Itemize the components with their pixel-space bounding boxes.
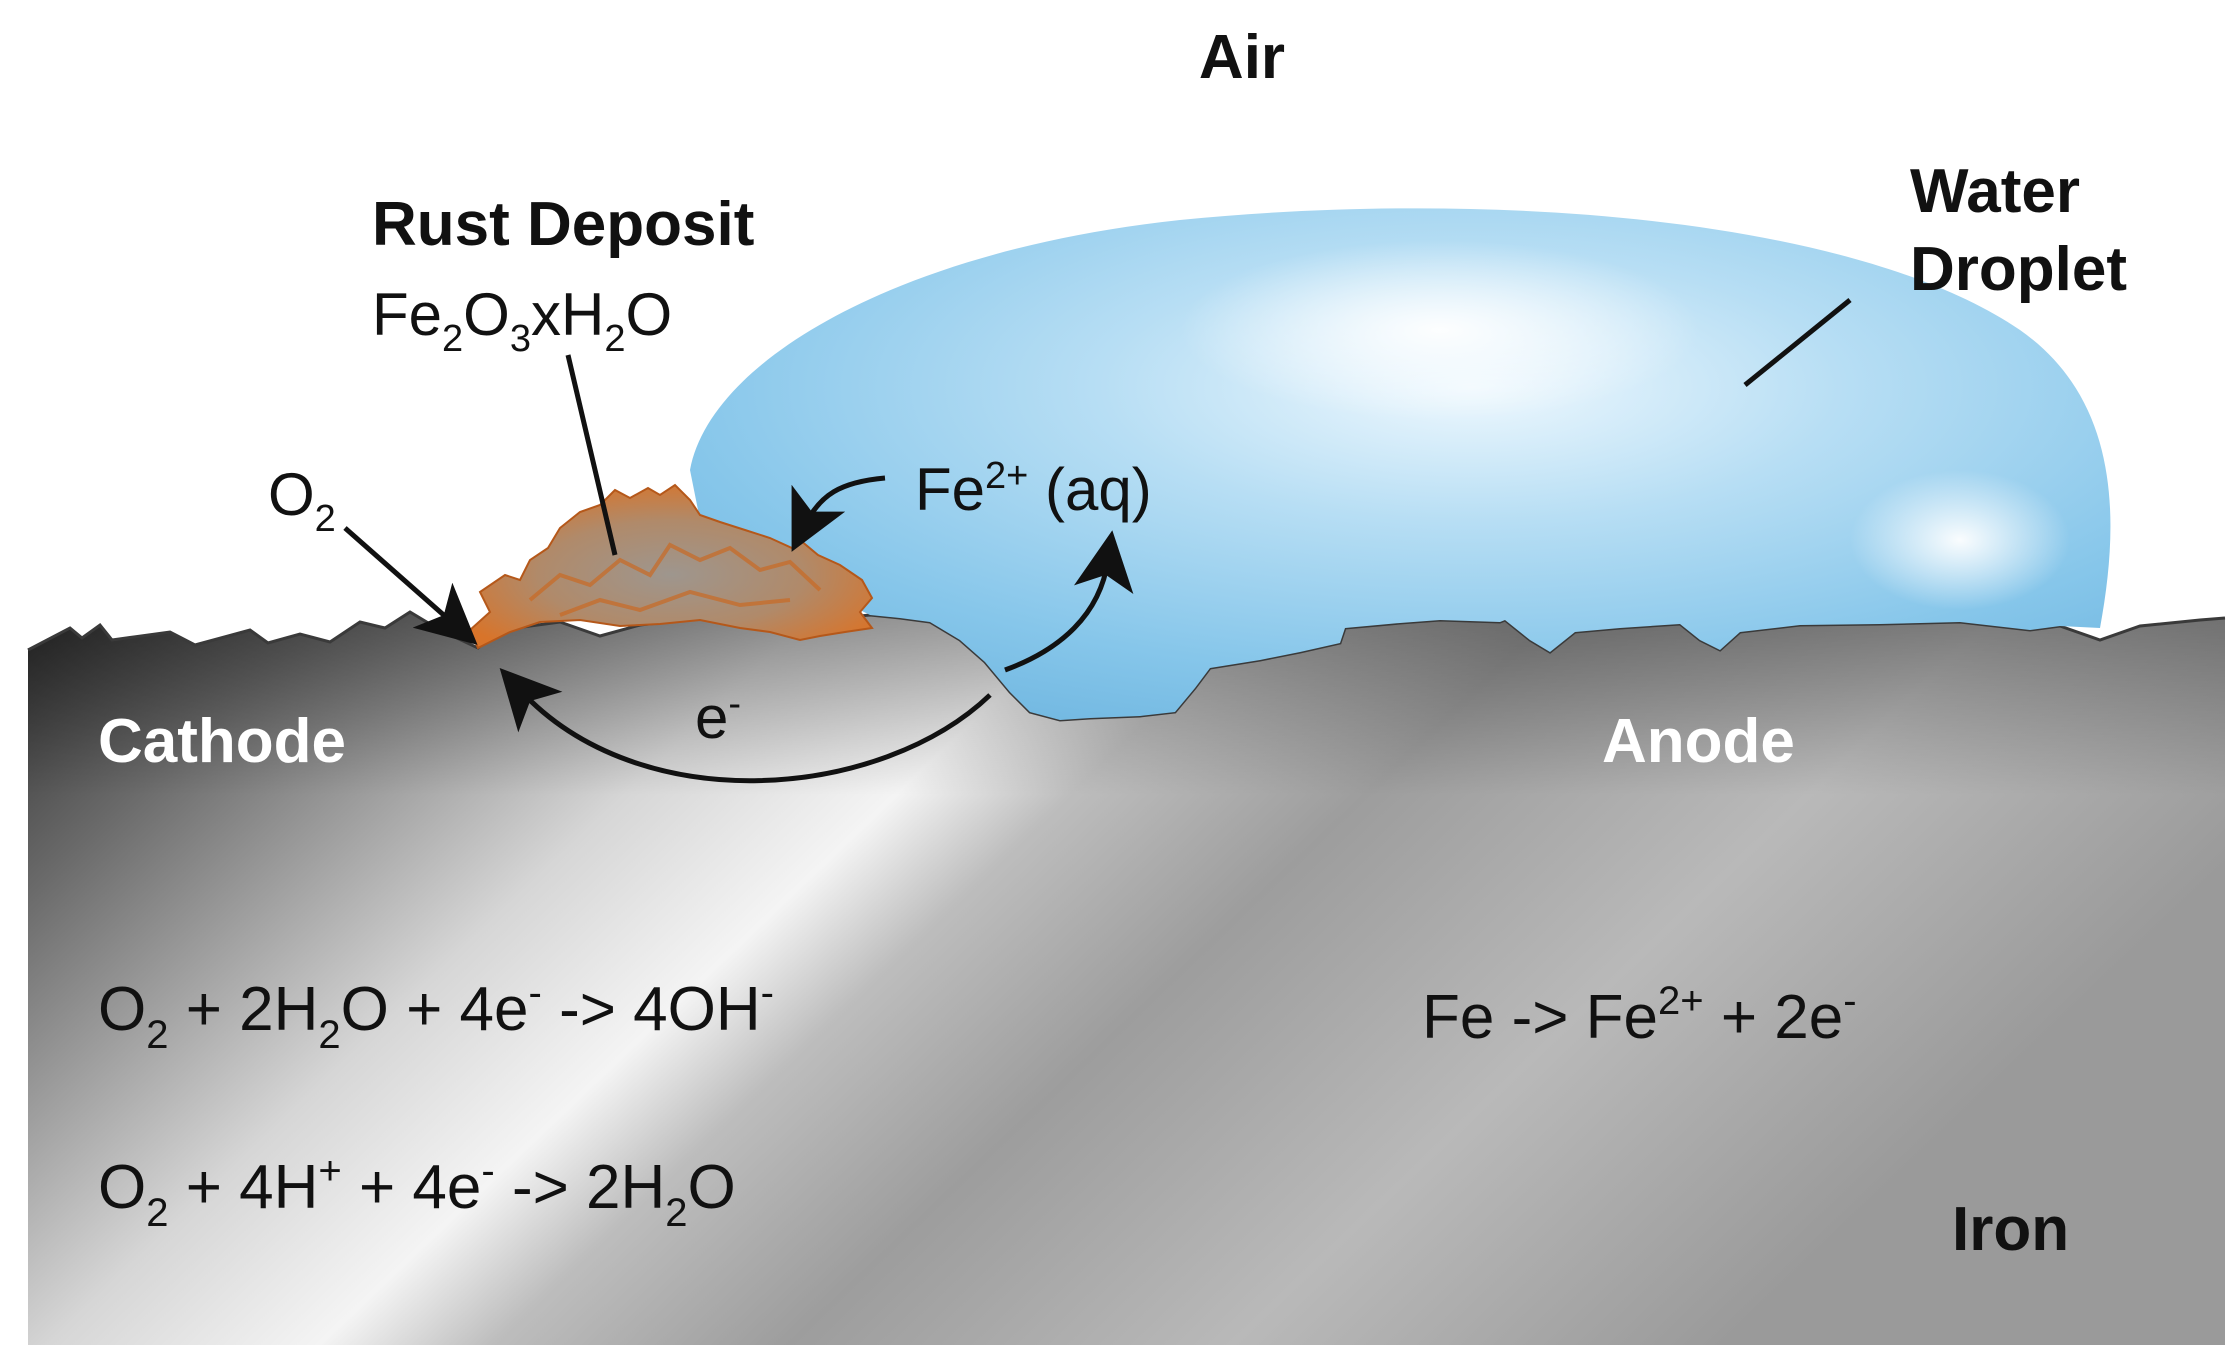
rust-deposit-ridges [528,542,822,617]
fe2-to-rust-arrow [791,475,886,552]
air-label: Air [1199,23,1285,92]
cathode-equation-2: O2 + 4H+ + 4e- -> 2H2O [98,1149,736,1235]
cathode-equation-1: O2 + 2H2O + 4e- -> 4OH- [98,971,774,1057]
water-droplet-highlight-right [1850,470,2070,610]
water-droplet-highlight [1180,240,1700,420]
cathode-label: Cathode [98,707,346,776]
anode-label: Anode [1602,707,1795,776]
water-droplet-label-line2: Droplet [1910,235,2127,304]
water-droplet-body [690,208,2111,721]
iron-block [27,610,2226,1345]
rust-formula-label: Fe2O3xH2O [372,281,672,360]
rust-deposit [468,483,874,650]
o2-label: O2 [268,461,336,540]
water-droplet [690,208,2111,721]
electron-flow-arrow [499,667,992,784]
o2-arrow [343,526,478,645]
fe2-aq-label: Fe2+ (aq) [915,455,1152,523]
electron-label: e- [695,683,741,751]
rust-deposit-label: Rust Deposit [372,190,754,259]
anode-equation: Fe -> Fe2+ + 2e- [1422,979,1857,1052]
iron-top-shade [28,612,2225,1345]
rust-deposit-body [468,483,874,650]
anode-to-fe2-arrow [1004,530,1134,673]
rust-deposit-leader-line [565,354,618,556]
water-droplet-leader-line [1743,298,1852,387]
iron-label: Iron [1952,1195,2069,1264]
water-droplet-label-line1: Water [1910,157,2080,226]
